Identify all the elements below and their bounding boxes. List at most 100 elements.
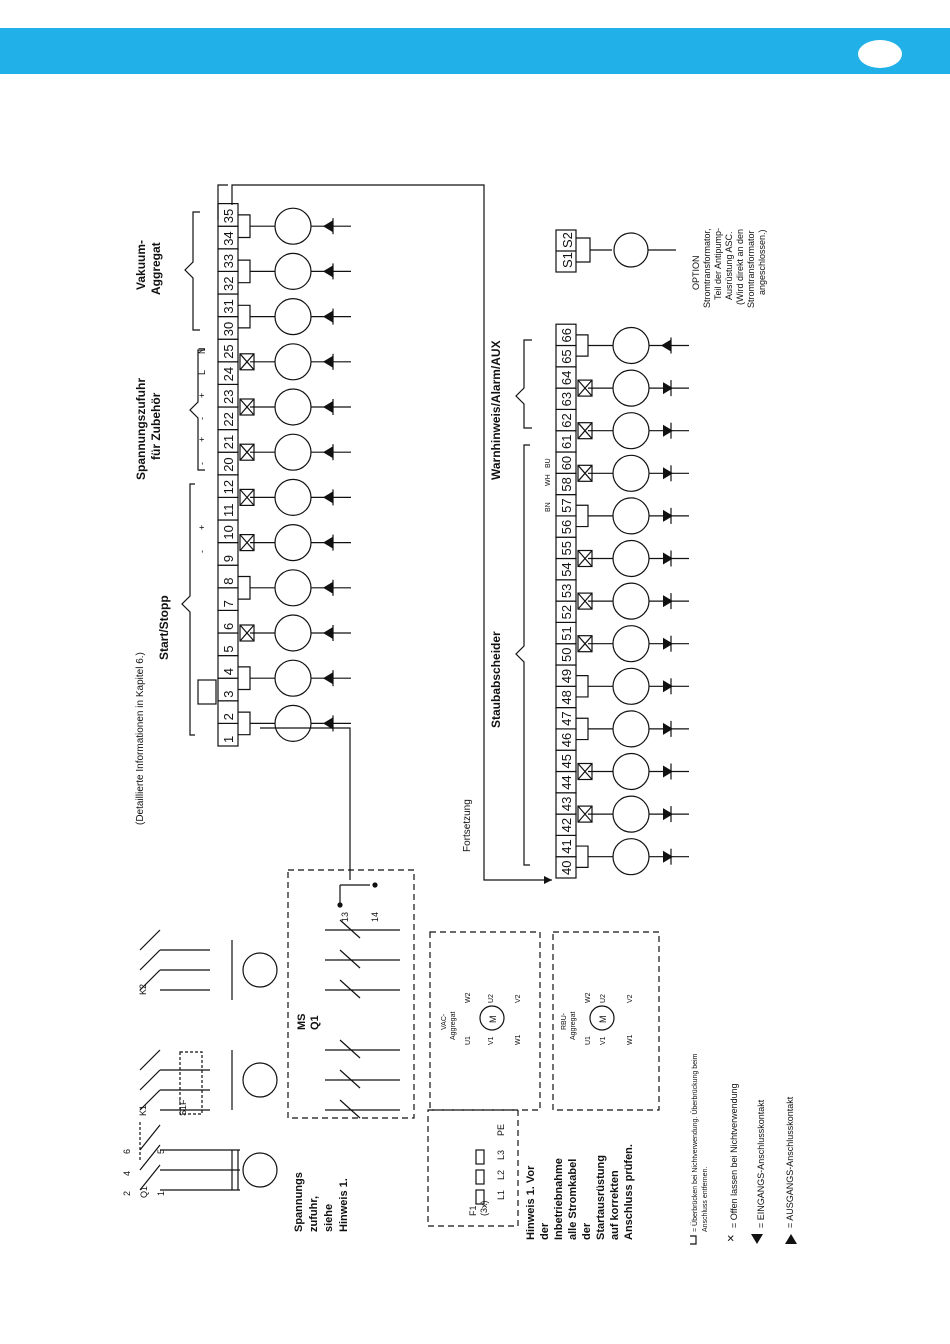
terminal-label: 22 — [221, 412, 236, 426]
svg-text:Anschluss entfernen.: Anschluss entfernen. — [702, 1167, 709, 1232]
input-arrow — [323, 491, 333, 504]
coil-symbol — [274, 569, 312, 607]
coil-symbol — [612, 369, 650, 407]
svg-text:S1F: S1F — [178, 1099, 188, 1116]
vac-u1: U1 — [465, 1036, 472, 1045]
legend-input-icon — [751, 1234, 763, 1244]
output-arrow — [663, 680, 673, 693]
svg-text:14: 14 — [370, 912, 380, 922]
coil-symbol — [612, 497, 650, 535]
input-arrow — [323, 581, 333, 594]
input-arrow — [323, 401, 333, 413]
terminal-label: 12 — [221, 480, 236, 494]
svg-text:= EINGANGS-Anschlusskontakt: = EINGANGS-Anschlusskontakt — [756, 1099, 766, 1228]
terminal-label: 7 — [221, 600, 236, 607]
coil-symbol — [274, 478, 312, 516]
terminal-label: 6 — [221, 623, 236, 630]
coil-symbol — [274, 252, 312, 290]
terminal-label: 41 — [559, 839, 574, 853]
terminal-label: 34 — [221, 231, 236, 245]
rbu-u1: U1 — [585, 1036, 592, 1045]
coil-symbol — [274, 704, 312, 743]
bridge-symbol — [576, 675, 589, 698]
wire-color-label: BU — [545, 458, 552, 468]
coil-symbol — [612, 838, 650, 876]
open-cross — [239, 353, 255, 371]
bridge-symbol — [238, 666, 251, 691]
terminal-label: 11 — [221, 504, 236, 518]
svg-text:Stromtransformator: Stromtransformator — [746, 230, 756, 308]
open-cross — [239, 624, 255, 642]
input-arrow — [323, 717, 333, 730]
terminal-label: 30 — [221, 322, 236, 336]
continuation-wire — [217, 184, 228, 220]
svg-text:(3x): (3x) — [479, 1200, 489, 1216]
section-aggregat: Aggregat — [149, 242, 163, 295]
terminal-label: 58 — [559, 477, 574, 491]
wire-color-label: BN — [545, 502, 552, 512]
terminal-label: 61 — [559, 435, 574, 449]
vac-label-1: VAC- — [441, 1013, 448, 1030]
aux-contact-13-14: 13 14 — [337, 882, 380, 922]
svg-text:F1: F1 — [468, 1205, 478, 1216]
terminal-label: 57 — [559, 498, 574, 512]
coil-symbol — [612, 539, 650, 578]
svg-text:angeschlossen.): angeschlossen.) — [757, 229, 767, 295]
rbu-motor-m: M — [598, 1016, 608, 1024]
polarity-label: + — [197, 437, 207, 442]
info-note: (Detaillierte Informationen in Kapitel 6… — [135, 652, 146, 825]
terminal-label: 9 — [221, 555, 236, 562]
bridge-symbol — [576, 717, 589, 741]
brace-start-stopp — [181, 483, 195, 736]
bridge-symbol — [576, 334, 589, 357]
vac-v1: V1 — [488, 1036, 495, 1045]
polarity-label: - — [197, 462, 207, 465]
svg-text:Anschluss prüfen.: Anschluss prüfen. — [623, 1144, 635, 1240]
brace-spannung — [189, 349, 205, 471]
open-cross — [577, 592, 593, 610]
terminal-label: 5 — [221, 645, 236, 652]
bridge-symbol — [238, 711, 251, 736]
open-cross — [577, 635, 593, 653]
svg-text:L1: L1 — [496, 1190, 506, 1200]
terminal-label: 53 — [559, 584, 574, 598]
coil-symbol — [274, 523, 312, 562]
bottom-terminal-strip: 4041424344454647484950515253545556575860… — [555, 323, 689, 879]
rbu-motor — [589, 1005, 615, 1031]
ms-contacts-2 — [325, 919, 400, 999]
svg-text:K1: K1 — [138, 1105, 148, 1116]
brace-warnhinweis — [515, 339, 532, 429]
terminal-label: 48 — [559, 690, 574, 704]
coil-k2 — [242, 952, 278, 988]
terminal-label: 8 — [221, 578, 236, 585]
option-s1: S1 — [560, 252, 575, 268]
terminal-label: 46 — [559, 733, 574, 747]
section-warnhinweis: Warnhinweis/Alarm/AUX — [489, 340, 503, 480]
input-arrow — [323, 220, 333, 233]
coil-symbol — [612, 326, 650, 365]
svg-text:(Wird direkt an den: (Wird direkt an den — [735, 229, 745, 305]
open-cross — [577, 379, 593, 397]
open-cross — [577, 464, 593, 482]
hinweis-note: Hinweis 1. Vor der Inbetriebnahme alle S… — [525, 1144, 635, 1240]
input-arrow — [323, 265, 333, 278]
terminal-label: 51 — [559, 626, 574, 640]
terminal-label: 21 — [221, 435, 236, 449]
bridge-symbol — [576, 845, 589, 868]
option-s2: S2 — [560, 232, 575, 248]
open-cross — [577, 805, 593, 823]
svg-text:6: 6 — [122, 1149, 132, 1154]
rbu-w1: W1 — [627, 1034, 634, 1045]
polarity-label: - — [197, 417, 207, 420]
wire-color-label: WH — [545, 474, 552, 486]
svg-text:der: der — [539, 1222, 551, 1240]
contactor-k1: K1 S1F — [138, 1049, 210, 1116]
terminal-label: 66 — [559, 328, 574, 342]
coil-symbol — [612, 667, 650, 705]
svg-text:1: 1 — [156, 1191, 166, 1196]
vac-motor-m: M — [488, 1016, 498, 1024]
terminal-label: 10 — [221, 525, 236, 539]
section-vakuum: Vakuum- — [134, 240, 148, 290]
svg-text:= Offen lassen bei Nichtverwen: = Offen lassen bei Nichtverwendung — [729, 1083, 739, 1228]
input-arrow — [323, 446, 333, 459]
